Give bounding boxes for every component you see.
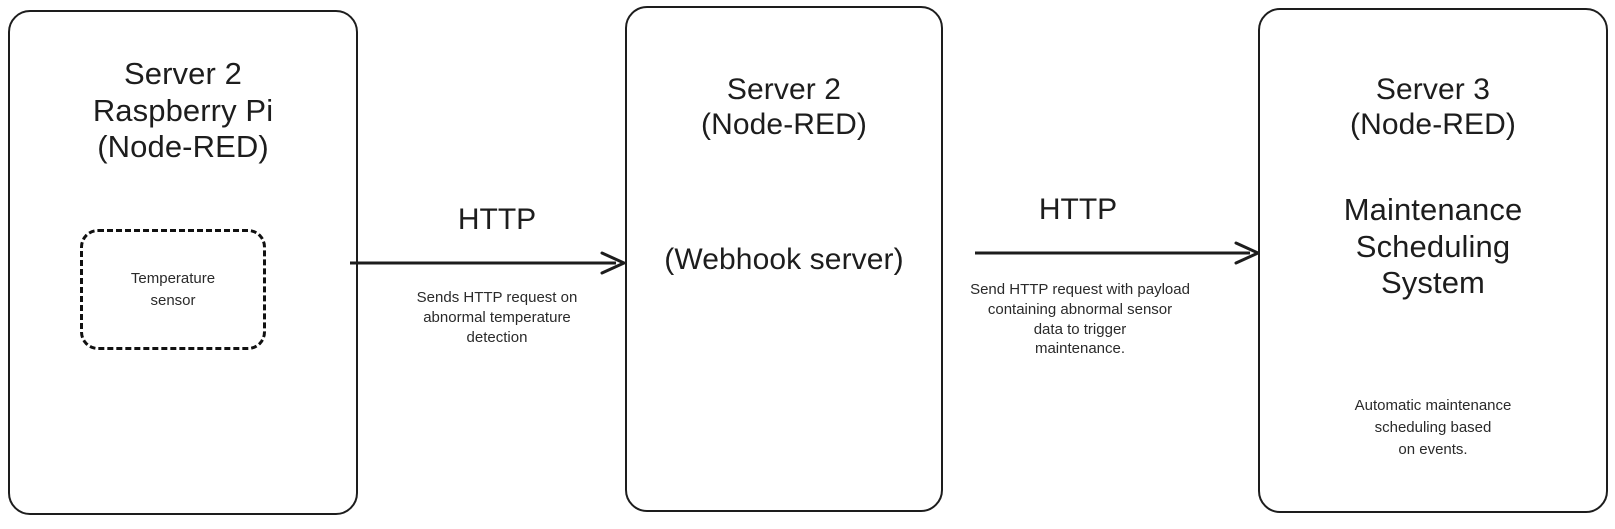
temperature-sensor-label: Temperature sensor [130, 269, 216, 309]
node-server2-webhook[interactable]: Server 2 (Node-RED) (Webhook server) [625, 6, 943, 512]
node-server3-maintenance-heading: Server 3 (Node-RED) [1349, 73, 1517, 142]
edge-webhook-to-maintenance [975, 238, 1262, 268]
node-server3-maintenance[interactable]: Server 3 (Node-RED) Maintenance Scheduli… [1258, 8, 1608, 513]
node-server2-raspberry-pi[interactable]: Server 2 Raspberry Pi (Node-RED) Tempera… [8, 10, 358, 515]
temperature-sensor-box[interactable]: Temperature sensor [80, 229, 266, 350]
node-server2-raspberry-pi-heading: Server 2 Raspberry Pi (Node-RED) [92, 56, 274, 165]
node-server2-webhook-subheading: (Webhook server) [664, 243, 904, 276]
edge-rpi-to-webhook [350, 248, 628, 278]
node-server3-maintenance-subheading: Maintenance Scheduling System [1343, 192, 1523, 301]
edge-webhook-to-maintenance-protocol: HTTP [1038, 193, 1118, 226]
node-server2-webhook-heading: Server 2 (Node-RED) [700, 73, 868, 142]
arrowhead-icon [600, 251, 628, 275]
edge-rpi-to-webhook-protocol: HTTP [457, 203, 537, 236]
node-server3-maintenance-caption: Automatic maintenance scheduling based o… [1354, 397, 1512, 458]
edge-rpi-to-webhook-description: Sends HTTP request on abnormal temperatu… [416, 289, 578, 346]
edge-webhook-to-maintenance-description: Send HTTP request with payload containin… [970, 281, 1190, 358]
